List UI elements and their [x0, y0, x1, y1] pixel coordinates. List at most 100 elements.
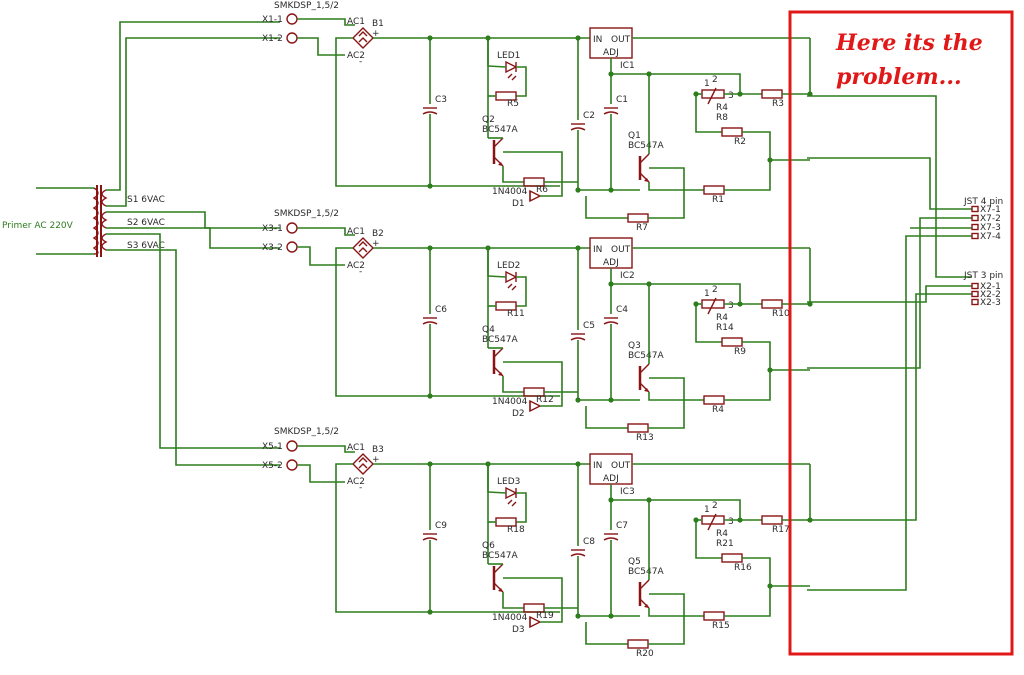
bridge-diodes	[358, 457, 368, 469]
wire	[487, 65, 507, 68]
led	[505, 270, 518, 284]
connector-pin	[971, 298, 979, 306]
resistor	[761, 299, 783, 309]
resistor-label: R13	[636, 433, 654, 443]
junction-dot	[575, 613, 581, 619]
resistor-label: R17	[772, 525, 790, 535]
transistor-label: Q3	[628, 341, 641, 351]
transistor-label: Q5	[628, 557, 641, 567]
wire	[585, 406, 628, 429]
terminal-block-2: SMKDSP_1,5/2 X3-1 X3-2	[262, 209, 355, 266]
junction-dot	[485, 461, 491, 467]
ic-pin-label: ADJ	[603, 474, 619, 484]
pot-pin-label: 3	[728, 517, 734, 527]
capacitor-label: C4	[616, 305, 628, 315]
connector-pin	[971, 223, 979, 231]
resistor	[721, 337, 743, 347]
potentiometer-arrow	[707, 297, 717, 315]
wire	[648, 608, 704, 617]
wire	[503, 151, 563, 197]
regulator-stage-3: B3+-AC1AC2C9LED3R18Q6BC547AR191N4004D3C8…	[335, 443, 813, 659]
junction-dot	[485, 35, 491, 41]
bridge-diodes	[358, 31, 368, 43]
wire	[335, 463, 560, 613]
capacitor	[422, 111, 438, 115]
junction-dot	[427, 35, 433, 41]
wire	[503, 577, 563, 623]
wire	[335, 37, 560, 187]
wire	[724, 160, 771, 191]
bridge-rectifier	[352, 27, 374, 49]
transistor-arrow	[498, 588, 503, 592]
resistor	[627, 639, 649, 649]
capacitor-label: C6	[435, 305, 447, 315]
resistor	[761, 515, 783, 525]
resistor-label: R7	[636, 223, 648, 233]
bridge-label: B3	[372, 445, 384, 455]
resistor-label: R5	[507, 99, 519, 109]
wire	[516, 276, 527, 307]
terminal-pin-label: X1-1	[262, 15, 283, 25]
terminal-block-3: SMKDSP_1,5/2 X5-1 X5-2	[262, 427, 355, 483]
transistor-arrow	[644, 178, 649, 182]
led-rays	[507, 499, 517, 507]
capacitor	[603, 537, 619, 541]
bridge-diodes	[358, 241, 368, 253]
capacitor-label: C5	[583, 321, 595, 331]
bridge-pin-label: AC1	[347, 17, 365, 27]
capacitor-label: C9	[435, 521, 447, 531]
diode-type: 1N4004	[492, 613, 528, 623]
terminal-pin-label: X5-1	[262, 442, 283, 452]
regulator-stage-2: B2+-AC1AC2C6LED2R11Q4BC547AR121N4004D2C5…	[335, 227, 813, 443]
pot-label: R8	[716, 113, 728, 123]
junction-dot	[427, 245, 433, 251]
transistor-collector	[493, 563, 504, 574]
ic-label: IC2	[620, 271, 635, 281]
problem-highlight-box	[788, 10, 1014, 656]
transistor-collector	[493, 137, 504, 148]
terminal-block-1: SMKDSP_1,5/2 X1-1 X1-2	[262, 1, 355, 56]
wire	[487, 275, 507, 278]
bridge-pin-label: AC2	[347, 51, 365, 61]
bridge-pin-label: +	[372, 239, 380, 249]
capacitor-label: C3	[435, 95, 447, 105]
wire	[648, 167, 685, 219]
junction-dot	[693, 517, 699, 523]
junction-dot	[575, 461, 581, 467]
terminal-header: SMKDSP_1,5/2	[274, 427, 339, 437]
transistor-collector	[493, 347, 504, 358]
transistor-type: BC547A	[482, 551, 518, 561]
ic-pin-label: OUT	[611, 461, 631, 471]
diode-label: D2	[512, 409, 525, 419]
wire	[648, 392, 704, 401]
wire	[722, 73, 741, 95]
resistor-label: R15	[712, 621, 730, 631]
bridge-pin-label: -	[359, 57, 362, 67]
wire	[722, 499, 741, 521]
led-rays	[507, 283, 517, 291]
wire	[724, 586, 771, 617]
ic-pin-label: IN	[593, 245, 602, 255]
transistor-type: BC547A	[482, 335, 518, 345]
junction-dot	[693, 301, 699, 307]
jst-4-pin-connector: JST 4 pin X7-1X7-2X7-3X7-4	[963, 197, 1003, 242]
wire	[742, 131, 810, 161]
resistor-label: R19	[536, 611, 554, 621]
ic-pin-label: ADJ	[603, 48, 619, 58]
ic-pin-label: IN	[593, 35, 602, 45]
jst3-title: JST 3 pin	[963, 271, 1003, 281]
terminal-header: SMKDSP_1,5/2	[274, 209, 339, 219]
wire	[502, 166, 524, 183]
led	[505, 486, 518, 500]
pot-pin-label: 2	[712, 501, 718, 511]
capacitor	[570, 127, 586, 131]
bridge-rectifier	[352, 453, 374, 475]
transistor-arrow	[498, 162, 503, 166]
junction-dot	[767, 583, 773, 589]
capacitor-label: C8	[583, 537, 595, 547]
wire	[695, 94, 722, 133]
diode-label: D1	[512, 199, 525, 209]
pot-label: R4	[716, 529, 728, 539]
connector-pin-label: X7-2	[980, 214, 1001, 224]
